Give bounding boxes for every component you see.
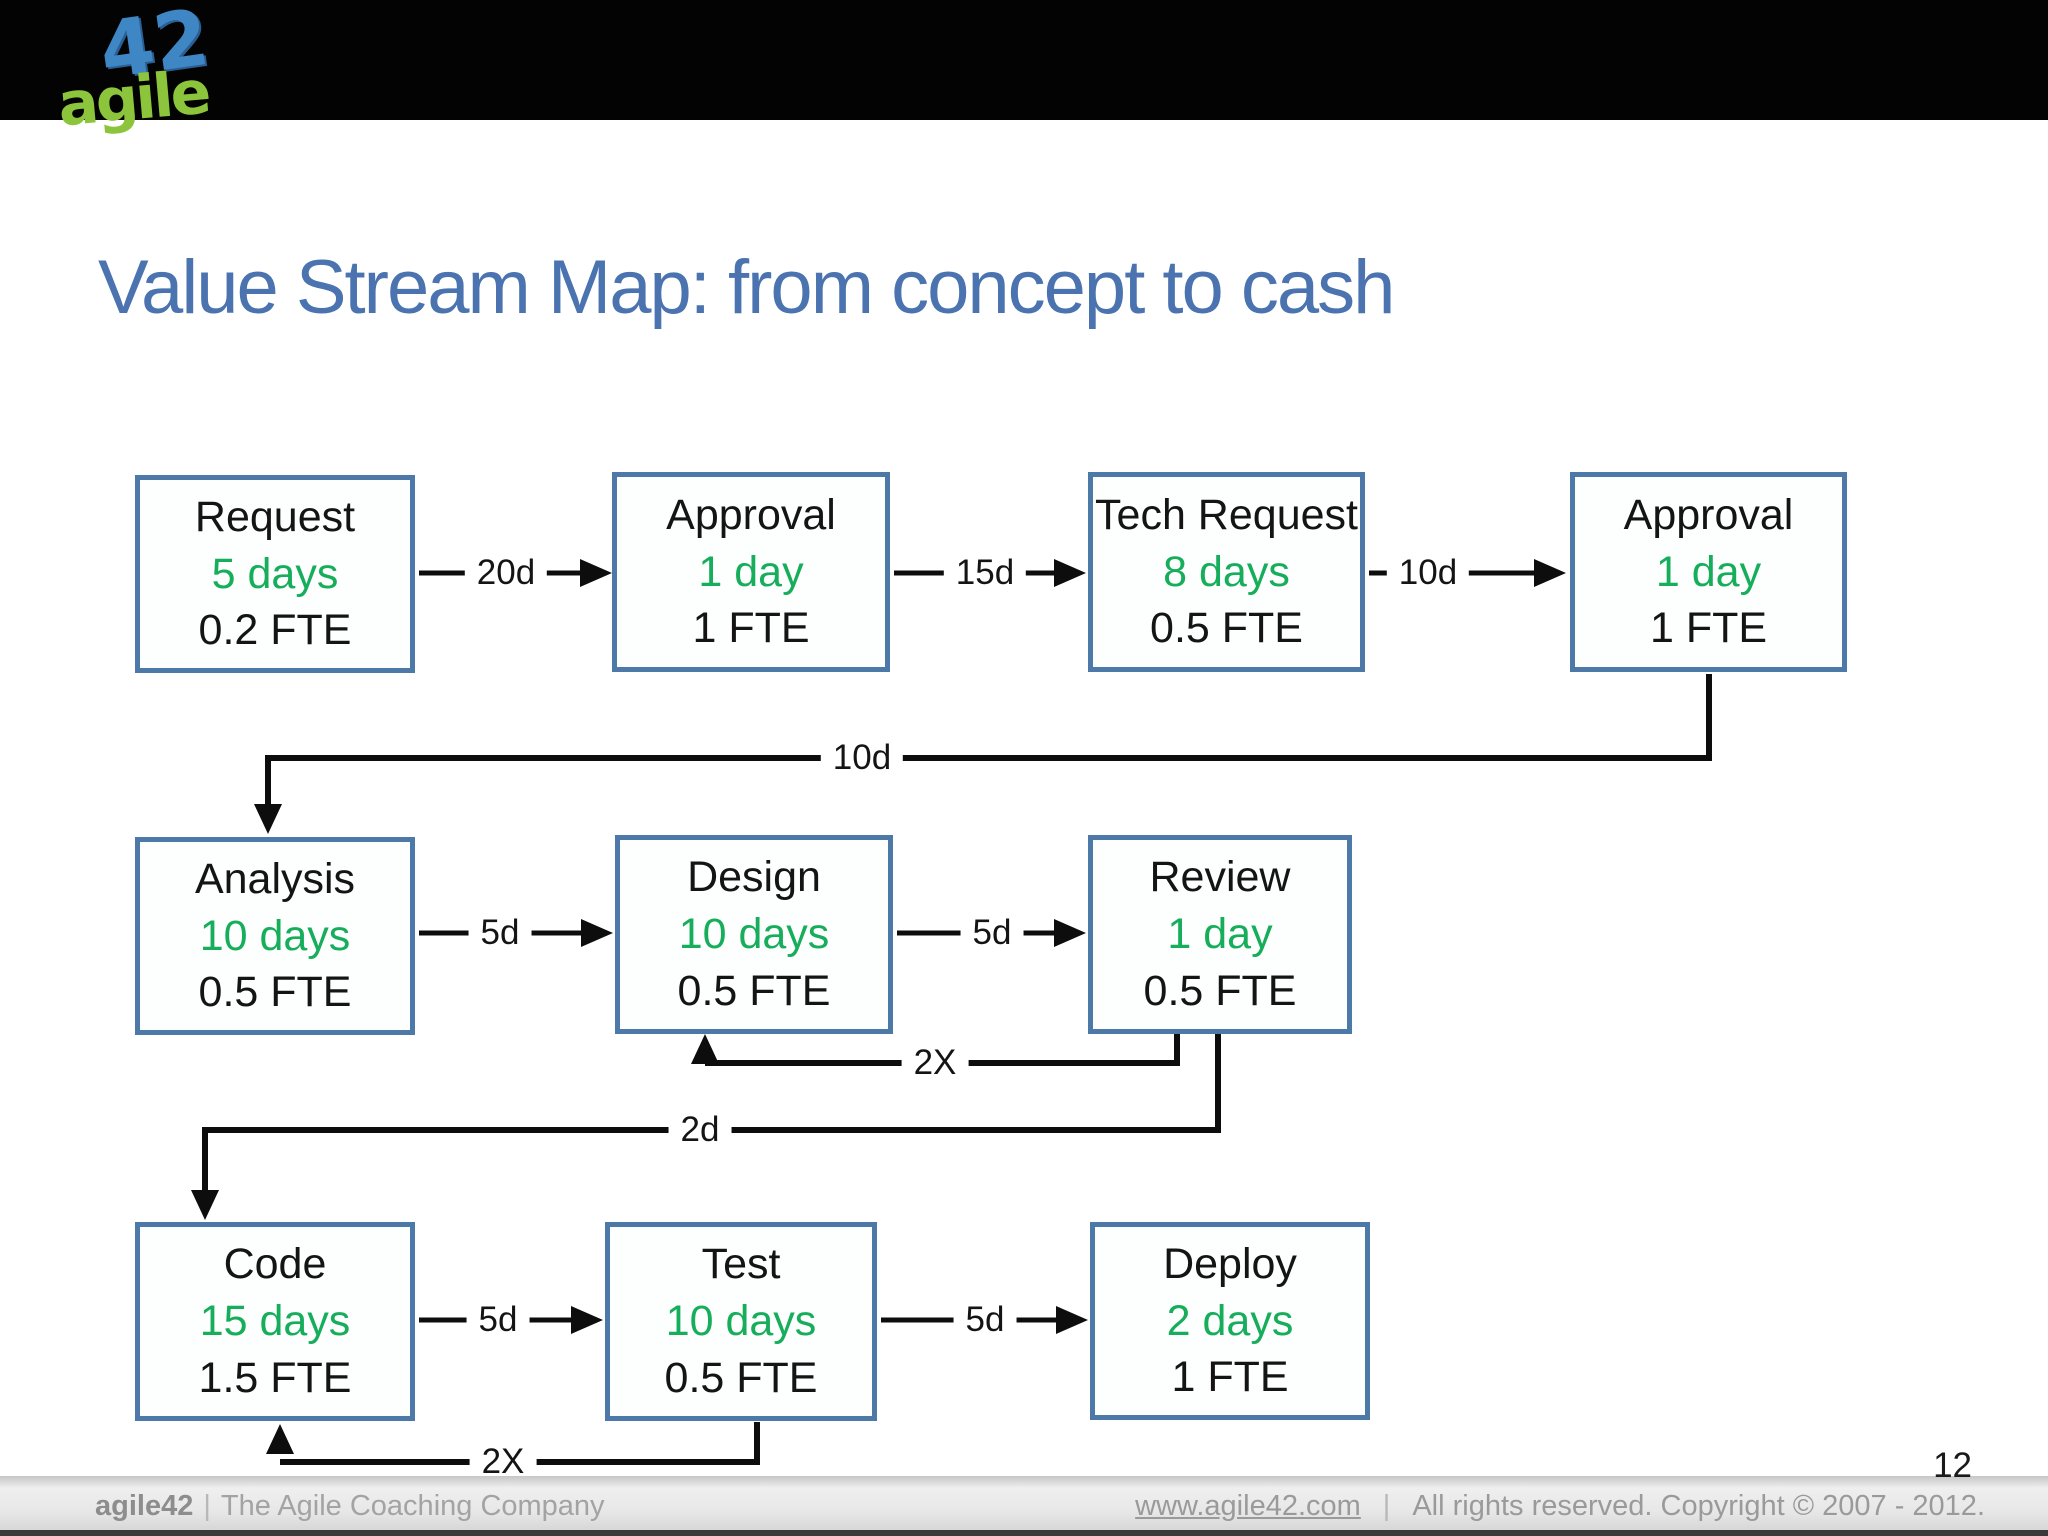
box-title: Tech Request — [1095, 490, 1358, 539]
arrowhead-code-test — [571, 1306, 603, 1334]
logo-agile-text: agile — [55, 57, 212, 141]
arrowhead-request-approval1 — [580, 559, 612, 587]
connector-label-20d: 20d — [464, 553, 548, 593]
footer-separator: | — [1382, 1490, 1391, 1522]
arrowhead-test-deploy — [1056, 1306, 1088, 1334]
box-title: Approval — [1623, 490, 1794, 539]
box-duration: 5 days — [211, 549, 339, 598]
box-title: Approval — [666, 490, 836, 539]
box-duration: 1 day — [698, 547, 804, 596]
arrowhead-review-design-rework — [691, 1034, 719, 1064]
process-box-tech-request: Tech Request 8 days 0.5 FTE — [1088, 472, 1365, 672]
box-duration: 1 day — [1655, 547, 1762, 596]
box-fte: 0.5 FTE — [1143, 966, 1297, 1015]
connector-label-10d: 10d — [1386, 553, 1470, 593]
process-box-design: Design 10 days 0.5 FTE — [615, 835, 893, 1034]
box-fte: 1.5 FTE — [198, 1353, 352, 1402]
arrowhead-approval1-techrequest — [1054, 559, 1086, 587]
box-title: Code — [223, 1240, 327, 1289]
box-title: Test — [701, 1240, 781, 1289]
connector-label-5d-test-deploy: 5d — [953, 1300, 1017, 1340]
process-box-approval-2: Approval 1 day 1 FTE — [1570, 472, 1847, 672]
connector-label-5d-design-review: 5d — [960, 913, 1024, 953]
box-fte: 0.5 FTE — [664, 1353, 818, 1402]
box-title: Request — [194, 492, 356, 541]
footer-left: agile42 | The Agile Coaching Company — [95, 1476, 605, 1536]
page-number: 12 — [1933, 1446, 1972, 1485]
box-fte: 0.5 FTE — [1150, 604, 1303, 653]
box-fte: 0.5 FTE — [677, 966, 831, 1015]
footer-separator: | — [203, 1490, 211, 1522]
footer-bar: agile42 | The Agile Coaching Company www.a… — [0, 1476, 2048, 1536]
slide-bottom-edge — [0, 1530, 2048, 1536]
slide-title: Value Stream Map: from concept to cash — [98, 245, 1395, 330]
connector-label-2x-test-code: 2X — [469, 1442, 537, 1482]
box-fte: 0.5 FTE — [198, 968, 352, 1017]
arrowhead-techrequest-approval2 — [1534, 559, 1566, 587]
connector-test-code-rework — [280, 1422, 760, 1465]
process-box-request: Request 5 days 0.2 FTE — [135, 475, 415, 673]
agile42-logo: 42 agile — [55, 0, 248, 162]
footer-brand: agile42 — [95, 1490, 194, 1522]
connector-label-15d: 15d — [943, 553, 1027, 593]
box-duration: 15 days — [199, 1297, 351, 1346]
connector-label-10d-long: 10d — [820, 738, 904, 778]
arrowhead-design-review — [1054, 919, 1086, 947]
connector-label-5d-code-test: 5d — [466, 1300, 530, 1340]
box-title: Analysis — [194, 854, 356, 903]
arrowhead-review-code — [191, 1190, 219, 1220]
box-duration: 10 days — [199, 911, 351, 960]
process-box-deploy: Deploy 2 days 1 FTE — [1090, 1222, 1370, 1420]
box-duration: 2 days — [1166, 1296, 1294, 1345]
footer-link[interactable]: www.agile42.com — [1135, 1490, 1361, 1522]
connector-label-2d: 2d — [668, 1110, 732, 1150]
footer-copyright: All rights reserved. Copyright © 2007 - … — [1412, 1490, 1985, 1522]
box-title: Deploy — [1163, 1239, 1297, 1288]
top-bar — [0, 0, 2048, 120]
box-duration: 10 days — [665, 1297, 817, 1346]
process-box-code: Code 15 days 1.5 FTE — [135, 1222, 415, 1421]
box-fte: 1 FTE — [692, 604, 810, 653]
arrowhead-test-code-rework — [266, 1424, 294, 1454]
connector-review-design-rework — [705, 1034, 1180, 1066]
box-fte: 1 FTE — [1171, 1353, 1289, 1402]
process-box-test: Test 10 days 0.5 FTE — [605, 1222, 877, 1421]
process-box-analysis: Analysis 10 days 0.5 FTE — [135, 837, 415, 1035]
process-box-approval-1: Approval 1 day 1 FTE — [612, 472, 890, 672]
box-duration: 1 day — [1167, 910, 1273, 959]
footer-right: www.agile42.com | All rights reserved. Cop… — [1135, 1476, 1985, 1536]
arrowhead-analysis-design — [581, 919, 613, 947]
connector-approval2-analysis — [265, 674, 1712, 810]
connector-label-2x-review-design: 2X — [901, 1043, 969, 1083]
footer-tagline: The Agile Coaching Company — [220, 1490, 605, 1522]
box-title: Review — [1149, 853, 1291, 902]
box-fte: 1 FTE — [1649, 604, 1768, 653]
arrowhead-approval2-analysis — [254, 804, 282, 834]
box-fte: 0.2 FTE — [198, 606, 352, 655]
box-title: Design — [687, 853, 821, 902]
box-duration: 10 days — [678, 910, 830, 959]
connector-label-5d-analysis-design: 5d — [468, 913, 532, 953]
process-box-review: Review 1 day 0.5 FTE — [1088, 835, 1352, 1034]
box-duration: 8 days — [1163, 547, 1290, 596]
